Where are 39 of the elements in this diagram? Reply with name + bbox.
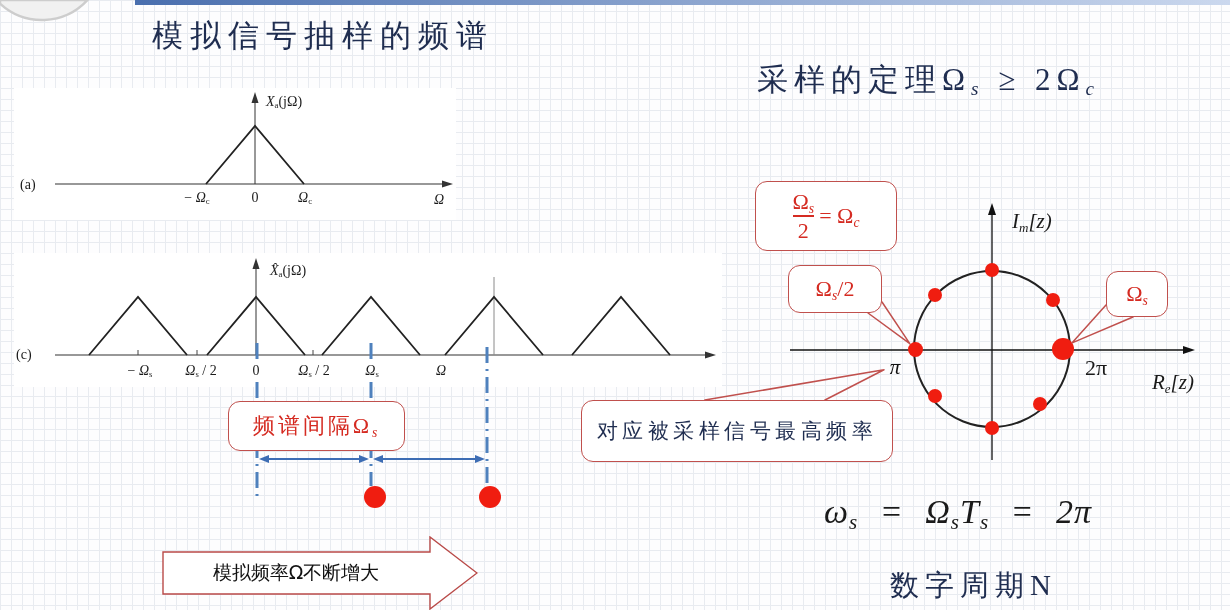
- note-text: 数字周期N: [890, 569, 1057, 603]
- tick-label: Ω$_{s}$ / 2: [298, 363, 330, 380]
- callout-box: [228, 401, 405, 451]
- callout-text: Ω$_{s}$: [1126, 281, 1148, 307]
- callout-text: 频谱间隔Ω$_{s}$: [252, 413, 381, 439]
- callout-box: [581, 400, 893, 462]
- math-label: π: [884, 355, 906, 379]
- fraction-denominator: 2: [797, 218, 809, 244]
- axis-label: X̂$_{a}$(jΩ): [270, 263, 307, 280]
- axis-label: Ω: [436, 363, 447, 380]
- callout-box: [755, 181, 897, 251]
- axis-label: X$_{a}$(jΩ): [266, 94, 303, 111]
- tick-label: Ω$_{s}$: [365, 363, 379, 380]
- axis-label: R$_{e}$[z): [1152, 370, 1194, 395]
- callout-text: Ω$_{s}$/2: [815, 276, 855, 302]
- panel-label: (a): [20, 177, 36, 194]
- callout-pointer: [704, 369, 885, 401]
- tick-label: Ω$_{c}$: [298, 190, 312, 207]
- math-label: 2π: [1085, 355, 1108, 381]
- formula-text: 采样的定理Ω$_{s}$ ≥ 2Ω$_{c}$: [757, 62, 1101, 98]
- callout-box: [1106, 271, 1168, 317]
- callout-box: [788, 265, 882, 313]
- callout-text: = Ω$_{c}$: [819, 203, 860, 229]
- arrow-text: 模拟频率Ω不断增大: [212, 562, 380, 584]
- formula-text: ω$_{s}$ = Ω$_{s}$T$_{s}$ = 2π: [824, 492, 1093, 532]
- axis-label: I$_{m}$[z): [1012, 209, 1052, 234]
- tick-label: 0: [252, 363, 260, 380]
- tick-label: 0: [251, 190, 259, 207]
- tick-label: − Ω$_{s}$: [127, 363, 153, 380]
- tick-label: Ω$_{s}$ / 2: [185, 363, 217, 380]
- callout-pointer: [1071, 304, 1134, 344]
- tick-label: − Ω$_{c}$: [184, 190, 210, 207]
- panel-label: (c): [16, 347, 32, 364]
- block-arrow: [162, 536, 478, 610]
- axis-label: Ω: [434, 192, 445, 209]
- callout-text: 对应被采样信号最高频率: [596, 418, 878, 444]
- callout-pointer: [867, 301, 911, 345]
- slide-title: 模拟信号抽样的频谱: [152, 18, 494, 54]
- fraction-numerator: Ω$_{s}$: [792, 188, 815, 214]
